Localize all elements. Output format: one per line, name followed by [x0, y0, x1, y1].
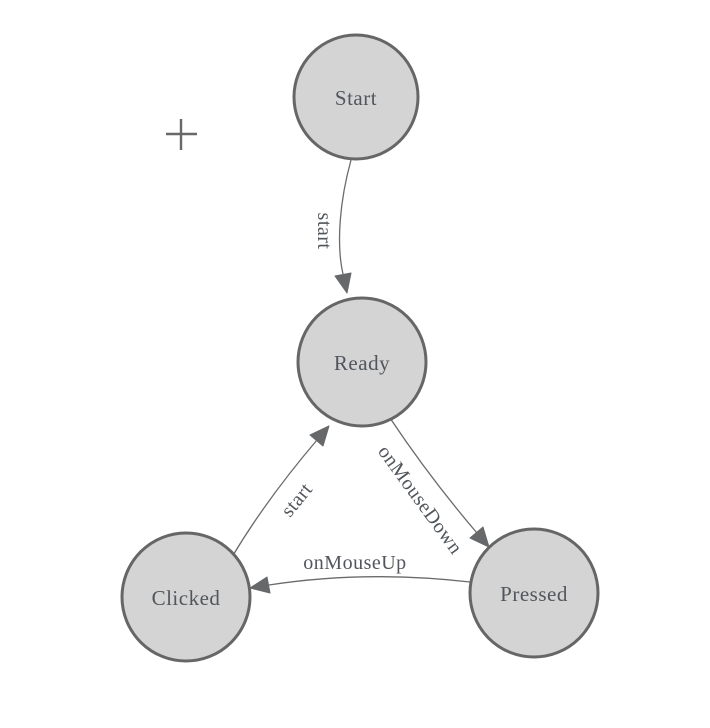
arrowhead-into-clicked	[249, 576, 271, 594]
arrowhead-into-pressed	[469, 526, 490, 548]
edge-pressed-to-clicked[interactable]: onMouseUp	[249, 552, 471, 594]
arrowhead-into-ready-bottom	[309, 425, 330, 447]
state-node-start[interactable]: Start	[292, 33, 420, 161]
state-circle-start[interactable]	[292, 33, 420, 161]
edge-label-start-vertical[interactable]: start	[313, 213, 335, 250]
edge-pressed-to-clicked-line[interactable]	[268, 576, 471, 586]
edge-start-to-ready[interactable]: start	[313, 159, 352, 294]
edge-label-start-diagonal[interactable]: start	[277, 479, 317, 522]
state-node-pressed[interactable]: Pressed	[468, 527, 600, 659]
state-circle-clicked[interactable]	[120, 531, 252, 663]
state-label-pressed: Pressed	[500, 582, 568, 606]
edge-start-to-ready-line[interactable]	[338, 159, 352, 275]
edge-label-onmousedown[interactable]: onMouseDown	[373, 441, 467, 558]
edge-clicked-to-ready[interactable]: start	[231, 425, 330, 558]
edge-clicked-to-ready-line[interactable]	[231, 439, 318, 558]
state-circle-ready[interactable]	[296, 296, 428, 428]
plus-crosshair-icon	[166, 119, 197, 150]
edge-ready-to-pressed-line[interactable]	[389, 417, 478, 534]
edge-label-onmouseup[interactable]: onMouseUp	[303, 552, 406, 574]
state-node-ready[interactable]: Ready	[296, 296, 428, 428]
arrowhead-into-ready-top	[334, 272, 352, 294]
state-label-start: Start	[335, 86, 377, 110]
state-node-clicked[interactable]: Clicked	[120, 531, 252, 663]
edge-ready-to-pressed[interactable]: onMouseDown	[373, 417, 490, 559]
state-label-ready: Ready	[334, 351, 390, 375]
state-circle-pressed[interactable]	[468, 527, 600, 659]
state-label-clicked: Clicked	[152, 586, 221, 610]
